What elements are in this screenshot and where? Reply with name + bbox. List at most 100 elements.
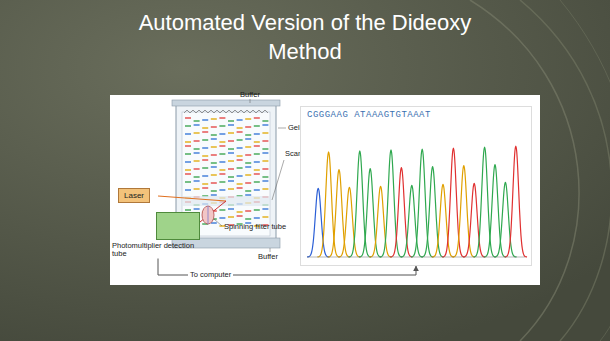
gel-band (202, 139, 208, 140)
gel-band (228, 180, 234, 181)
laser-beam (158, 196, 226, 201)
gel-band (219, 189, 225, 190)
gel-band (194, 120, 200, 121)
gel-band (262, 120, 268, 121)
gel-band (228, 168, 234, 169)
photomultiplier-tube (156, 212, 200, 240)
node-text: Laser (124, 191, 144, 200)
gel-band (245, 190, 251, 191)
gel-band (202, 183, 208, 184)
gel-bands (185, 118, 268, 226)
gel-band (185, 189, 191, 190)
edge-label: To computer (188, 271, 233, 279)
node-text: Photomultiplier detection tube (112, 242, 204, 259)
gel-band (219, 117, 225, 118)
part-label: Buffer (240, 91, 260, 99)
gel-band (228, 176, 234, 177)
gel-band (211, 162, 217, 163)
gel-band (262, 180, 268, 181)
gel-band (219, 209, 225, 210)
gel-band (211, 138, 217, 139)
gel-band (237, 167, 243, 168)
gel-band (219, 153, 225, 154)
gel-band (228, 124, 234, 125)
baseline (307, 257, 525, 258)
gel-band (262, 168, 268, 169)
gel-band (185, 125, 191, 126)
gel-band (245, 174, 251, 175)
gel-band (219, 145, 225, 146)
gel-band (262, 132, 268, 133)
chromatogram-peaks (301, 107, 531, 265)
gel-band (254, 141, 260, 142)
gel-band (262, 148, 268, 149)
gel-band (185, 153, 191, 154)
gel-band (245, 134, 251, 135)
gel-band (245, 210, 251, 211)
gel-band (194, 180, 200, 181)
gel-band (254, 153, 260, 154)
gel-band (228, 188, 234, 189)
buffer-tank (172, 100, 280, 106)
gel-band (202, 147, 208, 148)
gel-band (185, 145, 191, 146)
gel-band (254, 181, 260, 182)
gel-band (219, 181, 225, 182)
part-label: Gel (288, 124, 300, 132)
gel-band (228, 208, 234, 209)
gel-band (245, 146, 251, 147)
gel-band (219, 125, 225, 126)
detector-box: Photomultiplier detection tube (112, 212, 204, 259)
part-label: Spinning filter tube (224, 223, 286, 231)
gel-band (254, 217, 260, 218)
gel-band (262, 176, 268, 177)
gel-band (202, 159, 208, 160)
gel-band (245, 162, 251, 163)
gel-band (237, 119, 243, 120)
gel-band (262, 216, 268, 217)
gel-band (202, 131, 208, 132)
gel-band (202, 119, 208, 120)
gel-band (254, 117, 260, 118)
trace-peak (505, 146, 527, 257)
gel-band (185, 161, 191, 162)
gel-band (211, 146, 217, 147)
gel-band (194, 124, 200, 125)
leader-line (214, 219, 222, 226)
laser-box: Laser (118, 188, 150, 203)
leader-line (272, 160, 284, 200)
gel-band (185, 173, 191, 174)
gel-band (262, 124, 268, 125)
gel-band (237, 131, 243, 132)
slide-title: Automated Version of the Dideoxy Method (115, 8, 495, 66)
gel-band (262, 140, 268, 141)
gel-band (185, 181, 191, 182)
gel-band (194, 188, 200, 189)
gel-band (228, 120, 234, 121)
gel-band (245, 126, 251, 127)
gel-band (202, 127, 208, 128)
spinning-filter (202, 206, 214, 224)
gel-band (194, 152, 200, 153)
gel-band (219, 217, 225, 218)
gel-band (194, 176, 200, 177)
filter-segment (208, 206, 209, 224)
gel-band (254, 133, 260, 134)
gel-band (245, 182, 251, 183)
gel-band (237, 147, 243, 148)
gel-band (237, 211, 243, 212)
gel-band (237, 183, 243, 184)
gel-band (245, 154, 251, 155)
gel-band (202, 155, 208, 156)
gel-band (262, 160, 268, 161)
gel-band (185, 169, 191, 170)
gel-band (245, 218, 251, 219)
decor-arc (560, 0, 610, 341)
gel-band (245, 194, 251, 195)
gel-band (254, 209, 260, 210)
gel-band (228, 140, 234, 141)
gel-band (211, 190, 217, 191)
gel-band (211, 182, 217, 183)
gel-band (202, 167, 208, 168)
gel-band (194, 208, 200, 209)
